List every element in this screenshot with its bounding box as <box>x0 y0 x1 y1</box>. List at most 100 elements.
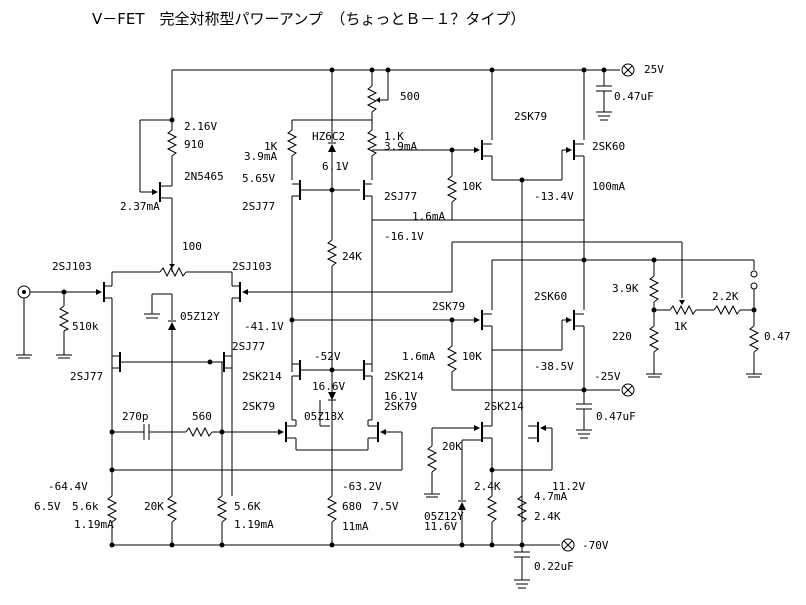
label-v52: -52V <box>314 350 341 363</box>
label-v161n: -16.1V <box>384 230 424 243</box>
label-r220: 220 <box>612 330 632 343</box>
label-r56k-left: 5.6k <box>72 500 99 513</box>
middle-lower-branch <box>289 317 452 496</box>
label-2sk60-low: 2SK60 <box>534 290 567 303</box>
label-v61: 6.1V <box>322 160 349 173</box>
resistor-20k-left <box>166 495 178 545</box>
label-v385: -38.5V <box>534 360 574 373</box>
label-r1k-left: 1K <box>264 140 278 153</box>
label-2sj103-right: 2SJ103 <box>232 260 272 273</box>
label-2sj77-left: 2SJ77 <box>70 370 103 383</box>
label-r24k-b: 2.4K <box>534 510 561 523</box>
label-v411: -41.1V <box>244 320 284 333</box>
label-i39-right: 3.9mA <box>384 140 417 153</box>
label-i119-left: 1.19mA <box>74 518 114 531</box>
resistor-56k-right <box>216 362 228 545</box>
label-v632: -63.2V <box>342 480 382 493</box>
jfet-2sj103-right <box>231 272 256 348</box>
label-2n5465: 2N5465 <box>184 170 224 183</box>
label-r56k-right: 5.6K <box>234 500 261 513</box>
label-2sk79-top: 2SK79 <box>514 110 547 123</box>
output-upper <box>446 70 585 545</box>
feedback-line <box>256 241 685 305</box>
label-v65: 6.5V <box>34 500 61 513</box>
negative-supply-label: -70V <box>582 539 609 552</box>
label-v112: 11.2V <box>552 480 585 493</box>
current-source-2n5465 <box>139 70 178 272</box>
input-jack <box>16 285 96 359</box>
label-2sj103-left: 2SJ103 <box>52 260 92 273</box>
label-r22k: 2.2K <box>712 290 739 303</box>
label-i100: 100mA <box>592 180 625 193</box>
label-v134: -13.4V <box>534 190 574 203</box>
label-i39-left: 3.9mA <box>244 150 277 163</box>
zener-hz6c2 <box>312 70 360 380</box>
middle-left-branch <box>286 120 312 360</box>
label-r680: 680 <box>342 500 362 513</box>
label-2sk214-right: 2SK214 <box>384 370 424 383</box>
label-v565: 5.65V <box>242 172 275 185</box>
label-r1k-pot: 1K <box>674 320 688 333</box>
jfet-2sk79-diffpair <box>278 419 403 470</box>
label-05z12y-b: 05Z12Y <box>424 510 464 523</box>
label-v116: 11.6V <box>424 520 457 533</box>
capacitor-top <box>596 70 612 121</box>
label-v-minus25: -25V <box>594 370 621 383</box>
label-r20k-left: 20K <box>144 500 164 513</box>
label-r1k-right: 1.K <box>384 130 404 143</box>
label-2sk79-mid: 2SK79 <box>384 400 417 413</box>
label-i11: 11mA <box>342 520 369 533</box>
label-2sk214-left: 2SK214 <box>242 370 282 383</box>
schematic-title: V－FET 完全対称型パワーアンプ （ちょっとＢ－１？タイプ） <box>92 10 525 28</box>
label-i16-top: 1.6mA <box>412 210 445 223</box>
resistor-56k-left <box>106 495 118 545</box>
label-2sj77-mid: 2SJ77 <box>384 190 417 203</box>
label-r560: 560 <box>192 410 212 423</box>
bottom-right-bias <box>424 350 553 589</box>
label-r24k: 24K <box>342 250 362 263</box>
output-network <box>584 257 762 378</box>
compensation-network <box>109 424 278 440</box>
label-v644: -64.4V <box>48 480 88 493</box>
label-i119-right: 1.19mA <box>234 518 274 531</box>
label-2sk214-bottom: 2SK214 <box>484 400 524 413</box>
resistor-510k <box>56 292 72 359</box>
label-i237: 2.37mA <box>120 200 160 213</box>
label-r910: 910 <box>184 138 204 151</box>
positive-supply-label: 25V <box>644 63 664 76</box>
negative-rail <box>112 538 575 552</box>
label-r100: 100 <box>182 240 202 253</box>
resistor-680 <box>326 495 338 545</box>
label-2sj77-top: 2SJ77 <box>242 200 275 213</box>
label-r20k-right: 20K <box>442 440 462 453</box>
zener-05z12y-a <box>144 293 176 496</box>
output-lower <box>446 259 635 439</box>
label-v216: 2.16V <box>184 120 217 133</box>
label-c022: 0.22uF <box>534 560 574 573</box>
label-v75: 7.5V <box>372 500 399 513</box>
label-2sk60-top: 2SK60 <box>592 140 625 153</box>
label-2sj77-right: 2SJ77 <box>232 340 265 353</box>
label-v161p: 16.1V <box>384 390 417 403</box>
label-c047-top: 0.47uF <box>614 90 654 103</box>
middle-right-branch <box>363 70 584 360</box>
label-v166: 16.6V <box>312 380 345 393</box>
label-c270p: 270p <box>122 410 149 423</box>
label-i47: 4.7mA <box>534 490 567 503</box>
label-2sk79-left: 2SK79 <box>242 400 275 413</box>
label-i16-low: 1.6mA <box>402 350 435 363</box>
label-r24k-a: 2.4K <box>474 480 501 493</box>
label-r10k-top: 10K <box>462 180 482 193</box>
label-r047: 0.47 <box>764 330 791 343</box>
label-05z12y-a: 05Z12Y <box>180 310 220 323</box>
label-hz6c2: HZ6C2 <box>312 130 345 143</box>
label-c047-mid: 0.47uF <box>596 410 636 423</box>
jfet-2sj103-left <box>96 272 113 348</box>
label-r39k: 3.9K <box>612 282 639 295</box>
label-05z18x: 05Z18X <box>304 410 344 423</box>
label-r510k: 510k <box>72 320 99 333</box>
label-r10k-low: 10K <box>462 350 482 363</box>
label-r500: 500 <box>400 90 420 103</box>
